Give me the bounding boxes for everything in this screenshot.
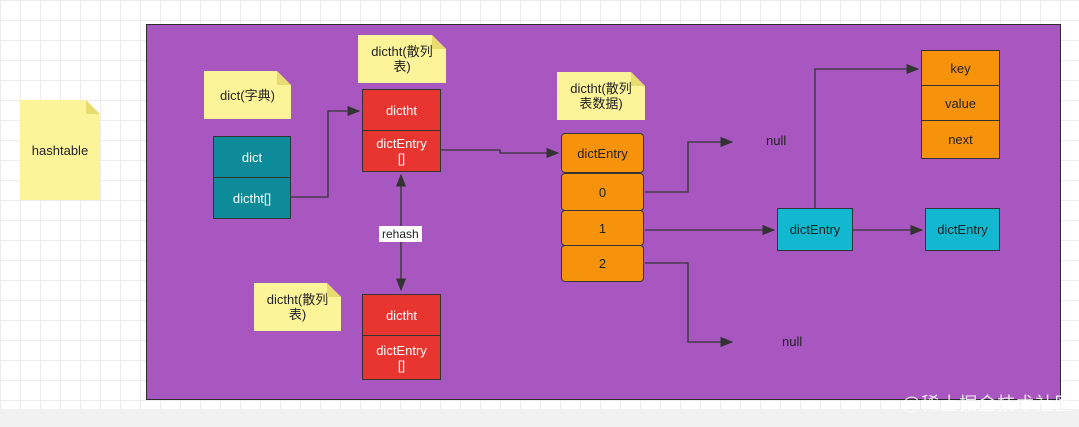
table-slot-1-label: 1 <box>598 220 607 236</box>
watermark-text: @稀土掘金技术社区 <box>902 394 1074 414</box>
null-label-bottom: null <box>782 334 803 349</box>
dictht-bottom-box[interactable]: dictht <box>362 294 441 336</box>
table-slot-0-label: 0 <box>598 184 607 200</box>
dict-dictht-field[interactable]: dictht[] <box>213 177 291 219</box>
hashtable-note-text: hashtable <box>31 142 89 158</box>
rehash-label: rehash <box>379 226 422 242</box>
dictht-table-note-text: dictht(散列表数据) <box>570 81 632 111</box>
dictht-top-entry-field-label: dictEntry [] <box>376 136 427 166</box>
entry-box-2[interactable]: dictEntry <box>925 208 1000 251</box>
dictht-top-note[interactable]: dictht(散列表) <box>358 35 446 83</box>
edge-entry-to-key <box>814 63 920 208</box>
entry-box-1-label: dictEntry <box>789 222 841 237</box>
entry-next-label: next <box>948 132 973 147</box>
dictht-top-box[interactable]: dictht <box>362 89 441 131</box>
dictht-bottom-box-label: dictht <box>385 307 418 323</box>
dict-box-label: dict <box>241 149 263 165</box>
dictht-top-note-text: dictht(散列表) <box>371 44 433 74</box>
edge-dict-to-dictht <box>291 105 361 198</box>
dictht-top-entry-field[interactable]: dictEntry [] <box>362 130 441 172</box>
hashtable-note[interactable]: hashtable <box>20 100 100 200</box>
edge-dictht-to-table <box>441 147 560 159</box>
dict-note-text: dict(字典) <box>220 87 275 103</box>
dictht-table-note[interactable]: dictht(散列表数据) <box>557 72 645 120</box>
dictht-bottom-note[interactable]: dictht(散列表) <box>254 283 341 331</box>
entry-value-label: value <box>944 95 977 111</box>
table-slot-2-label: 2 <box>598 256 607 271</box>
dict-dictht-field-label: dictht[] <box>232 190 272 206</box>
table-header-label: dictEntry <box>577 145 628 161</box>
table-header-box[interactable]: dictEntry <box>561 133 644 173</box>
bottom-strip <box>0 409 1079 427</box>
dict-box[interactable]: dict <box>213 136 291 178</box>
entry-box-1[interactable]: dictEntry <box>777 208 853 251</box>
edge-slot2-to-null <box>645 262 734 348</box>
dictht-bottom-entry-field[interactable]: dictEntry [] <box>362 335 441 380</box>
edge-slot0-to-null <box>645 136 734 193</box>
dictht-bottom-entry-field-label: dictEntry [] <box>376 342 427 373</box>
entry-box-2-label: dictEntry <box>937 222 988 237</box>
table-slot-0[interactable]: 0 <box>561 173 644 211</box>
table-slot-1[interactable]: 1 <box>561 210 644 246</box>
dictht-bottom-note-text: dictht(散列表) <box>266 292 329 322</box>
null-label-top: null <box>766 133 787 148</box>
entry-next-field[interactable]: next <box>921 120 1000 159</box>
entry-key-field[interactable]: key <box>921 50 1000 86</box>
dict-note[interactable]: dict(字典) <box>204 71 291 119</box>
entry-key-label: key <box>950 60 971 76</box>
entry-value-field[interactable]: value <box>921 85 1000 121</box>
dictht-top-box-label: dictht <box>385 102 418 118</box>
table-slot-2[interactable]: 2 <box>561 245 644 282</box>
